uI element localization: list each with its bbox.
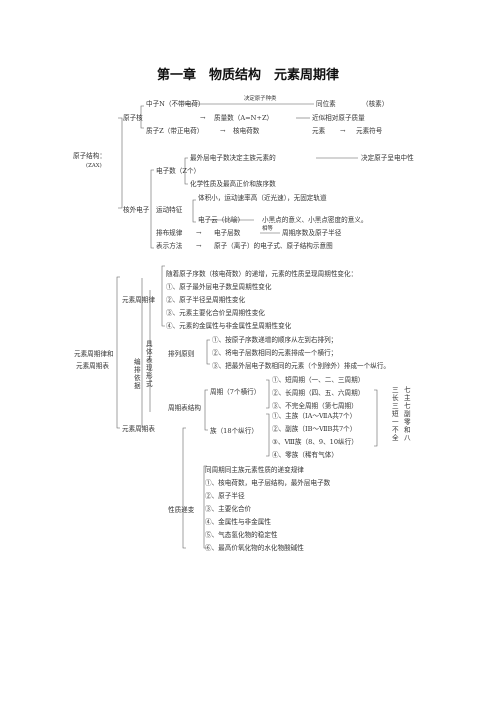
principle-item: ②、将电子层数相同的元素排成一个横行； <box>212 349 338 357</box>
electron-count-bracket <box>184 157 188 185</box>
group-items-bracket <box>266 413 270 457</box>
period-radius-label: 周期序数及原子半径 <box>282 229 342 237</box>
trend-item: ④、金属性与非金属性 <box>205 518 271 526</box>
arrow-2: → <box>220 127 226 135</box>
electron-count-label: 电子数（Z个） <box>156 167 201 175</box>
nucleus-label: 原子核 <box>123 114 143 122</box>
nuclide-label: （核素） <box>362 100 389 108</box>
structure-label: 周期表结构 <box>168 404 201 412</box>
decides-type-label: 决定原子种类 <box>244 96 277 102</box>
equal-label: 相等 <box>262 226 273 232</box>
element-symbol-label: 元素符号 <box>356 127 383 135</box>
principle-bracket <box>206 339 210 365</box>
groups-label: 族（18个纵行） <box>210 427 258 435</box>
trend-item: ②、原子半径 <box>205 492 245 500</box>
electrons-bracket <box>150 169 154 249</box>
side-bracket <box>374 389 378 447</box>
chem-props-label: 化学性质及最高正价和族序数 <box>190 180 276 188</box>
nucleus-bracket <box>140 105 144 129</box>
principle-item: ③、把最外层电子数相同的元素（个别除外）排成一个纵行。 <box>212 362 391 370</box>
principle-label: 排列原则 <box>168 350 195 358</box>
page-title: 第一章 物质结构 元素周期律 <box>156 68 339 83</box>
law-item: ②、原子半径呈周期性变化 <box>166 296 246 304</box>
law-intro: 随着原子序数（核电荷数）的递增，元素的性质呈现周期性变化： <box>166 270 358 278</box>
nuclear-charge-label: 核电荷数 <box>233 127 260 135</box>
element-label: 元素 <box>312 127 326 135</box>
arrow-5: → <box>196 242 202 250</box>
trend-item: ⑥、最高价氧化物的水化物酸碱性 <box>205 544 304 552</box>
proton-label: 质子Z（带正电荷） <box>146 127 204 135</box>
group-item: ③、Ⅷ族（8、9、10纵行） <box>272 438 358 446</box>
atom-root-bracket <box>118 117 123 209</box>
trend-item: ①、核电荷数，电子层结构，最外层电子数 <box>205 479 331 487</box>
valence-decides-label: 最外层电子数决定主族元素的 <box>190 154 276 162</box>
table-label: 元素周期表 <box>122 425 155 433</box>
arrow-3: → <box>340 127 346 135</box>
approx-mass-label: 近似相对原子质量 <box>312 114 365 122</box>
law-bracket <box>161 265 165 327</box>
law-item: ④、元素的金属性与非金属性呈周期性变化 <box>166 322 292 330</box>
table-main-bracket <box>182 427 186 549</box>
isotope-label: 同位素 <box>316 100 336 108</box>
periods-label: 周期（7个横行） <box>210 388 261 396</box>
motion-label: 运动特征 <box>156 206 183 214</box>
period-item: ③、不完全周期（第七周期） <box>272 402 358 410</box>
periodic-root-bracket <box>116 276 120 429</box>
side-label-1: 三长三短一不全 <box>392 386 399 442</box>
embody-label: 编排依据 <box>134 358 141 390</box>
arrow-4: → <box>196 229 202 237</box>
law-item: ③、元素主要化合价呈周期性变化 <box>166 309 265 317</box>
trend-item: ⑤、气态氢化物的稳定性 <box>205 531 278 539</box>
neutron-label: 中子N（不带电荷） <box>146 100 205 108</box>
trend-bracket <box>203 465 207 549</box>
period-item: ②、长周期（四、五、六周期） <box>272 389 365 397</box>
trend-intro: 同周期同主族元素性质的递变规律 <box>205 466 304 474</box>
period-item: ①、短周期（一、二、三周期） <box>272 376 365 384</box>
group-item: ④、零族（稀有气体） <box>272 451 338 459</box>
atom-root-label: 原子结构： <box>73 152 106 160</box>
electrons-label: 核外电子 <box>123 206 150 214</box>
arrangement-label: 排布规律 <box>156 229 183 237</box>
reflect-label: 具体表现形式 <box>146 340 153 388</box>
atom-root-sub: (ZAX) <box>86 163 102 169</box>
periodic-root-label-1: 元素周期律和 <box>74 350 114 358</box>
period-items-bracket <box>266 379 270 409</box>
mass-number-label: 质量数（A=N+Z） <box>214 114 274 122</box>
law-item: ①、原子最外层电子数呈周期性变化 <box>166 283 272 291</box>
cloud-label: 电子云（比喻） <box>198 216 245 224</box>
trend-label: 性质递变 <box>168 506 195 514</box>
cloud-detail: 小黑点的意义、小黑点密度的意义。 <box>262 216 368 224</box>
arrow-1: → <box>200 114 206 122</box>
motion-bracket <box>192 199 196 223</box>
group-item: ②、副族（ⅠB～ⅦB共7个） <box>272 425 357 433</box>
notation-label: 表示方法 <box>156 242 183 250</box>
periodic-root-label-2: 元素周期表 <box>76 362 109 370</box>
trend-item: ③、主要化合价 <box>205 505 252 513</box>
side-label-2: 七主七副零和八 <box>404 386 411 442</box>
law-label: 元素周期律 <box>122 296 155 304</box>
principle-item: ①、按原子序数递增的顺序从左到右排列； <box>212 336 338 344</box>
decides-valence-label: 决定原子呈电中性 <box>361 154 414 162</box>
structure-bracket <box>204 389 208 431</box>
motion-detail: 体积小，运动速率高（近光速），无固定轨道 <box>198 194 327 202</box>
shells-label: 电子层数 <box>214 229 241 237</box>
group-item: ①、主族（ⅠA～ⅦA共7个） <box>272 412 357 420</box>
notation-detail: 原子（离子）的电子式、原子结构示意图 <box>214 242 333 250</box>
